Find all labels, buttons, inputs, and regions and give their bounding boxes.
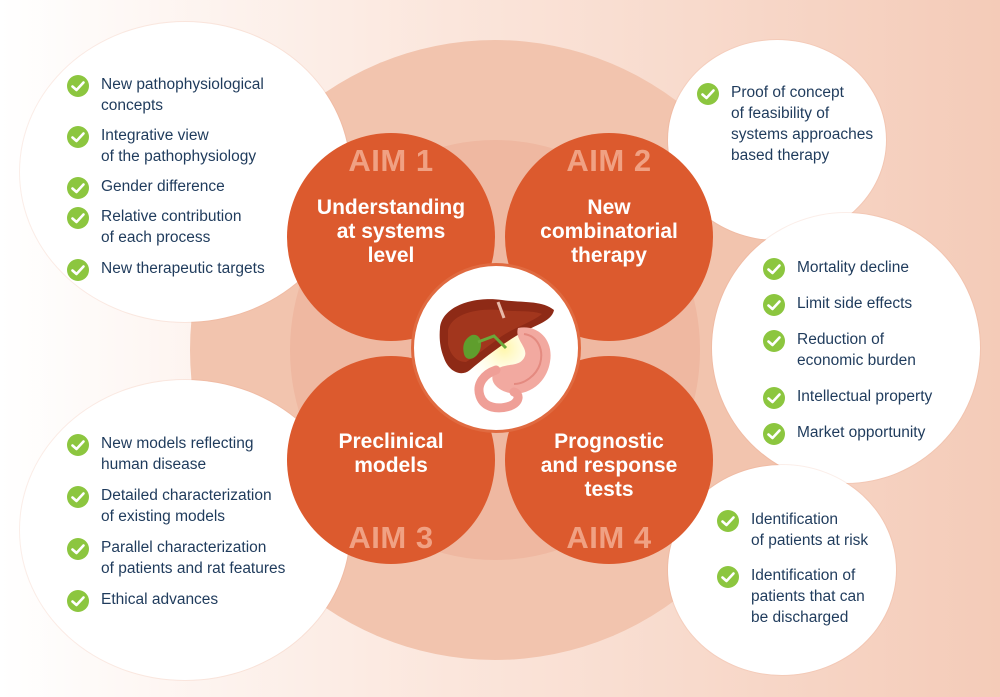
list-item: Detailed characterization of existing mo… (66, 485, 336, 527)
list-item-text: Ethical advances (101, 591, 219, 608)
aim3-label: Preclinical models (338, 430, 444, 477)
list-item-text: Gender difference (101, 178, 225, 195)
list-item: Gender difference (66, 176, 326, 199)
list-item: Proof of concept of feasibility of syste… (696, 82, 886, 166)
check-circle-icon (67, 259, 89, 281)
check-circle-icon (763, 294, 785, 316)
aim2-list: Proof of concept of feasibility of syste… (696, 82, 886, 166)
list-item-text: Relative contribution of each process (101, 208, 242, 246)
list-item-text: Proof of concept of feasibility of syste… (731, 84, 874, 164)
check-circle-icon (67, 486, 89, 508)
list-item-text: Mortality decline (797, 259, 909, 276)
list-item: Market opportunity (762, 422, 972, 445)
check-circle-icon (67, 434, 89, 456)
list-item: Identification of patients that can be d… (716, 565, 896, 628)
aim1-label: Understanding at systems level (316, 196, 466, 267)
check-circle-icon (67, 538, 89, 560)
aim1-number: AIM 1 (348, 143, 434, 178)
center-organ-circle (411, 263, 581, 433)
list-item: Limit side effects (762, 293, 972, 316)
aim4-list: Identification of patients at risk Ident… (716, 509, 896, 628)
list-item: New therapeutic targets (66, 258, 326, 281)
aim1-list: New pathophysiological concepts Integrat… (66, 74, 326, 281)
aim4-label: Prognostic and response tests (540, 430, 678, 501)
list-item: Integrative view of the pathophysiology (66, 125, 326, 167)
list-item-text: Market opportunity (797, 424, 926, 441)
aim3-list: New models reflecting human disease Deta… (66, 433, 336, 612)
list-item-text: Parallel characterization of patients an… (101, 539, 286, 577)
list-item: New pathophysiological concepts (66, 74, 326, 116)
aim2-label: New combinatorial therapy (540, 196, 678, 267)
aim3-number: AIM 3 (348, 520, 434, 555)
list-item: New models reflecting human disease (66, 433, 336, 475)
list-item: Relative contribution of each process (66, 206, 326, 248)
list-item-text: Intellectual property (797, 388, 933, 405)
check-circle-icon (67, 75, 89, 97)
check-circle-icon (697, 83, 719, 105)
aim4-number: AIM 4 (566, 520, 652, 555)
check-circle-icon (67, 590, 89, 612)
list-item-text: Detailed characterization of existing mo… (101, 487, 272, 525)
list-item: Intellectual property (762, 386, 972, 409)
check-circle-icon (67, 177, 89, 199)
check-circle-icon (763, 423, 785, 445)
check-circle-icon (763, 387, 785, 409)
check-circle-icon (717, 510, 739, 532)
list-item: Reduction of economic burden (762, 329, 972, 371)
liver-stomach-icon (439, 299, 554, 413)
benefits-bubble (712, 213, 980, 483)
benefits-list: Mortality decline Limit side effects Red… (762, 257, 972, 445)
list-item-text: Integrative view of the pathophysiology (101, 127, 257, 165)
list-item-text: Reduction of economic burden (797, 331, 916, 369)
list-item-text: Identification of patients at risk (751, 511, 869, 549)
check-circle-icon (763, 330, 785, 352)
list-item-text: New pathophysiological concepts (101, 76, 264, 114)
list-item: Parallel characterization of patients an… (66, 537, 336, 579)
list-item: Identification of patients at risk (716, 509, 896, 551)
list-item-text: New models reflecting human disease (101, 435, 254, 473)
check-circle-icon (67, 207, 89, 229)
check-circle-icon (717, 566, 739, 588)
check-circle-icon (67, 126, 89, 148)
aim2-number: AIM 2 (566, 143, 652, 178)
list-item: Ethical advances (66, 589, 336, 612)
list-item-text: Identification of patients that can be d… (751, 567, 865, 626)
list-item-text: Limit side effects (797, 295, 913, 312)
list-item: Mortality decline (762, 257, 972, 280)
aim4-bubble (668, 465, 896, 675)
list-item-text: New therapeutic targets (101, 260, 265, 277)
check-circle-icon (763, 258, 785, 280)
